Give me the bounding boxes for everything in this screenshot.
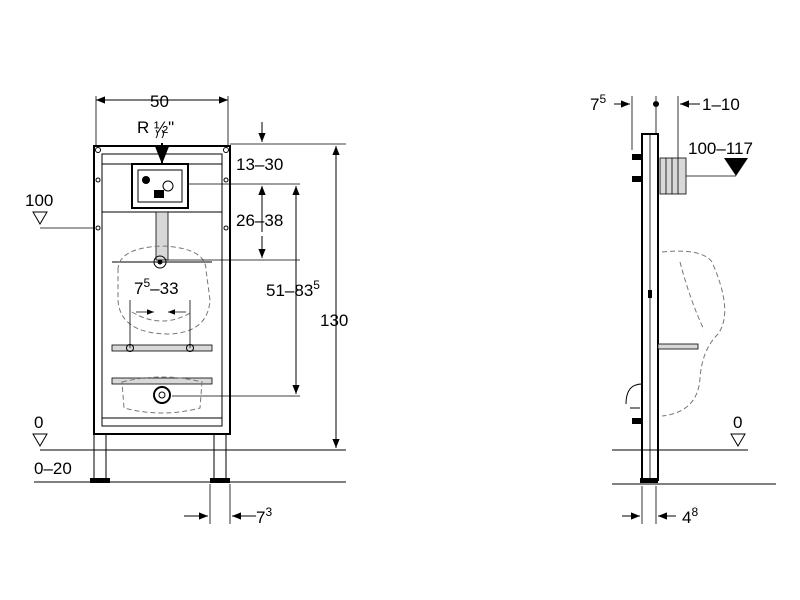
front-leg-right xyxy=(213,433,227,481)
side-level-0-label: 0 xyxy=(733,413,742,432)
side-urinal-outline xyxy=(661,250,726,417)
floor-range-label: 0–20 xyxy=(34,459,72,478)
depth-a-label: 75 xyxy=(590,92,606,114)
flush-valve xyxy=(131,163,189,209)
width-label: 50 xyxy=(150,92,169,111)
outlet-range-label: 51–835 xyxy=(266,278,320,300)
foot-offset-label: 73 xyxy=(256,505,272,527)
side-view: 75 1–10 100–117 0 48 xyxy=(590,92,776,527)
side-valve xyxy=(659,157,687,195)
level-100-marker xyxy=(32,211,48,225)
spread-label: 75–33 xyxy=(134,276,179,298)
side-level-117-marker xyxy=(724,158,748,176)
valve-offset-label: 13–30 xyxy=(236,155,283,174)
height-label: 130 xyxy=(320,311,348,330)
flush-range-label: 26–38 xyxy=(236,211,283,230)
side-level-0-marker xyxy=(730,433,746,447)
level-0-label: 0 xyxy=(34,413,43,432)
thread-label: R ½" xyxy=(137,118,174,137)
depth-b-label: 1–10 xyxy=(702,95,740,114)
urinal-outline xyxy=(117,245,211,335)
level-0-marker xyxy=(32,433,48,447)
front-leg-left xyxy=(93,433,107,481)
front-view: 50 R ½" 13–30 26–38 51–835 75–33 130 100… xyxy=(25,92,348,527)
height-range-label: 100–117 xyxy=(688,139,753,158)
drain-outlet xyxy=(153,386,171,404)
level-100-label: 100 xyxy=(25,191,53,210)
foot-depth-label: 48 xyxy=(682,505,698,527)
